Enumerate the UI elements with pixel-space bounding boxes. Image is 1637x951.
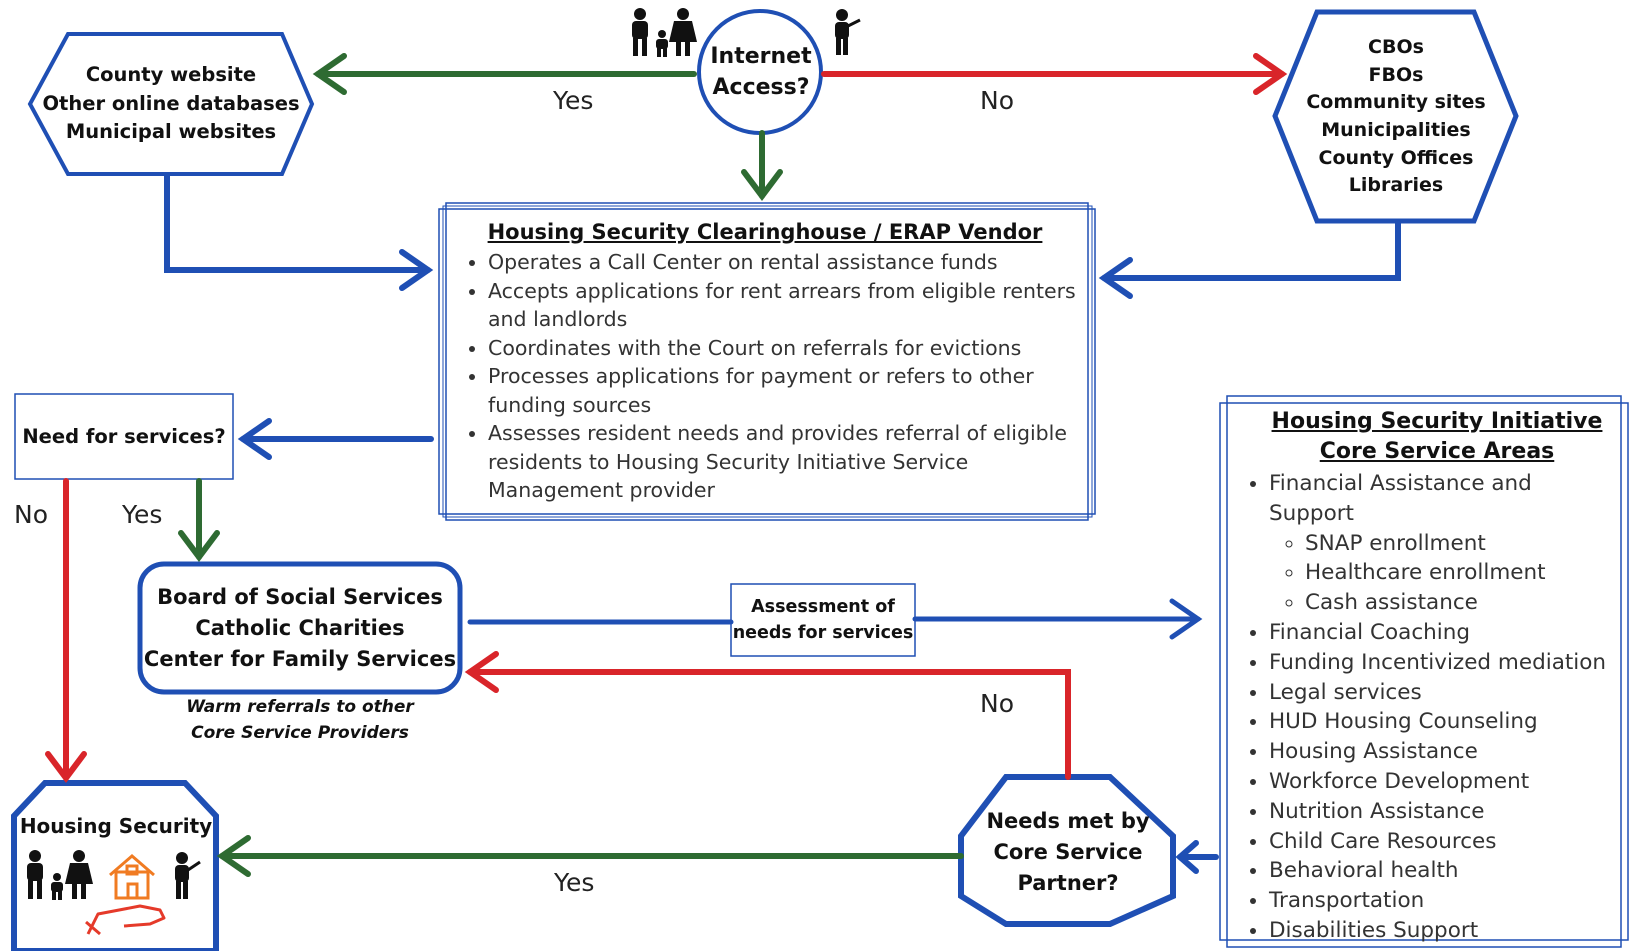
edge-label-no-offline: No — [980, 86, 1014, 115]
offline-source-item: CBOs — [1368, 36, 1424, 59]
need-services-box — [14, 393, 234, 480]
needs-met-node: Needs met by Core Service Partner? — [968, 800, 1168, 904]
edge-label-yes-needs-met: Yes — [554, 868, 595, 897]
needs-met-line: Partner? — [1017, 870, 1119, 895]
family-icon — [27, 850, 93, 900]
family-icon — [632, 8, 697, 57]
provider-item: Catholic Charities — [195, 615, 405, 640]
clearinghouse-title: Housing Security Clearinghouse / ERAP Ve… — [487, 220, 1043, 244]
provider-item: Board of Social Services — [157, 584, 443, 609]
online-sources-node: County website Other online databases Mu… — [40, 58, 302, 150]
warm-referrals-line1: Warm referrals to other — [186, 697, 414, 717]
housing-security-node: Housing Security — [18, 810, 214, 842]
providers-node: Board of Social Services Catholic Charit… — [140, 564, 460, 692]
offline-source-item: County Offices — [1318, 146, 1474, 169]
arrow-internet-to-clearinghouse — [741, 130, 783, 201]
assessment-box — [730, 583, 916, 657]
need-services-label: Need for services? — [22, 425, 226, 448]
edge-label-yes-need: Yes — [122, 500, 163, 529]
edge-label-no-needs-met: No — [980, 689, 1014, 718]
needs-met-line: Core Service — [993, 839, 1143, 864]
clearinghouse-content: Housing Security Clearinghouse / ERAP Ve… — [446, 220, 1084, 505]
warm-referrals-line2: Core Service Providers — [191, 723, 409, 743]
clearinghouse-box-outer — [438, 208, 1096, 515]
arrow-need-no-housing — [45, 478, 87, 783]
provider-item: Center for Family Services — [143, 646, 457, 671]
core-areas-list: Financial Assistance and Support SNAP en… — [1227, 469, 1621, 946]
clearinghouse-box-mid — [442, 205, 1093, 518]
assessment-node: Assessment of needs for services — [731, 584, 915, 656]
arrow-online-to-clearinghouse — [164, 173, 434, 291]
assessment-line1: Assessment of — [751, 597, 895, 617]
core-area-item: Disabilities Support — [1269, 916, 1621, 946]
core-area-label: Financial Assistance and Support — [1269, 471, 1532, 526]
core-area-item: Financial Assistance and Support SNAP en… — [1269, 469, 1621, 618]
core-area-subitem: Healthcare enrollment — [1305, 558, 1621, 588]
offline-source-item: FBOs — [1368, 63, 1424, 86]
warm-referrals-note: Warm referrals to other Core Service Pro… — [150, 694, 450, 746]
housing-security-octagon — [11, 780, 219, 951]
offline-source-item: Community sites — [1306, 91, 1486, 114]
house-icon — [109, 854, 155, 900]
core-areas-box-inner — [1226, 395, 1622, 948]
arrow-offline-to-clearinghouse — [1098, 220, 1401, 299]
core-area-item: HUD Housing Counseling — [1269, 707, 1621, 737]
internet-access-line1: Internet — [710, 44, 812, 69]
online-sources-hexagon — [27, 32, 315, 176]
edge-label-no-need: No — [14, 500, 48, 529]
hand-icon — [85, 904, 166, 936]
online-source-item: Municipal websites — [65, 120, 277, 144]
assessment-line2: needs for services — [732, 623, 914, 643]
clearinghouse-list: Operates a Call Center on rental assista… — [446, 248, 1084, 505]
housing-security-label: Housing Security — [19, 814, 213, 838]
edge-label-yes-online: Yes — [553, 86, 594, 115]
clearinghouse-item: Coordinates with the Court on referrals … — [488, 334, 1084, 363]
clearinghouse-item: Assesses resident needs and provides ref… — [488, 419, 1084, 505]
arrow-no-offline — [821, 53, 1288, 95]
arrow-clearinghouse-to-need — [237, 418, 434, 460]
arrow-needs-met-yes — [216, 835, 964, 877]
clearinghouse-item: Processes applications for payment or re… — [488, 362, 1084, 419]
arrow-yes-online — [312, 53, 697, 95]
core-area-item: Funding Incentivized mediation — [1269, 648, 1621, 678]
core-area-subitem: SNAP enrollment — [1305, 529, 1621, 559]
core-areas-box-outer — [1219, 402, 1629, 941]
internet-access-line2: Access? — [712, 75, 810, 100]
offline-sources-hexagon — [1272, 9, 1519, 224]
internet-access-node: Internet Access? — [699, 34, 823, 110]
providers-box — [137, 561, 463, 695]
core-area-item: Behavioral health — [1269, 856, 1621, 886]
arrow-need-yes-providers — [178, 478, 220, 562]
person-icon — [835, 9, 861, 55]
core-area-item: Housing Assistance — [1269, 737, 1621, 767]
online-source-item: Other online databases — [42, 91, 300, 115]
needs-met-line: Needs met by — [986, 808, 1150, 833]
arrow-needs-met-no — [464, 651, 1071, 780]
need-services-node: Need for services? — [15, 394, 233, 479]
offline-sources-node: CBOs FBOs Community sites Municipalities… — [1285, 34, 1507, 200]
core-area-sublist: SNAP enrollment Healthcare enrollment Ca… — [1269, 529, 1621, 618]
offline-source-item: Municipalities — [1321, 119, 1471, 141]
person-icon — [175, 852, 201, 899]
core-area-item: Transportation — [1269, 886, 1621, 916]
clearinghouse-item: Operates a Call Center on rental assista… — [488, 248, 1084, 277]
core-areas-content: Housing Security Initiative Core Service… — [1227, 407, 1621, 946]
core-area-item: Financial Coaching — [1269, 618, 1621, 648]
online-source-item: County website — [85, 63, 257, 87]
core-area-item: Legal services — [1269, 678, 1621, 708]
offline-source-item: Libraries — [1348, 174, 1444, 197]
core-area-subitem: Cash assistance — [1305, 588, 1621, 618]
core-area-item: Child Care Resources — [1269, 827, 1621, 857]
arrow-providers-to-core — [467, 598, 1203, 640]
clearinghouse-item: Accepts applications for rent arrears fr… — [488, 277, 1084, 334]
clearinghouse-box-inner — [445, 202, 1089, 521]
core-area-item: Workforce Development — [1269, 767, 1621, 797]
core-areas-title: Housing Security Initiative Core Service… — [1271, 409, 1603, 464]
core-area-item: Nutrition Assistance — [1269, 797, 1621, 827]
arrow-core-to-needs-met — [1175, 840, 1219, 874]
